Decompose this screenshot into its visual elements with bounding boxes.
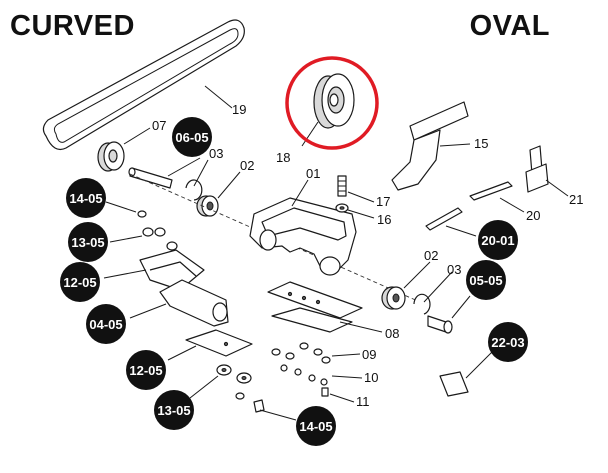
badge-20-01: 20-01 [478,220,518,260]
badge-14-05-upper: 14-05 [66,178,106,218]
bearing-right [381,261,431,310]
badge-12-05-lower-label: 12-05 [129,363,162,378]
spring-plate-upper [103,249,205,291]
part-number-07: 07 [152,118,166,133]
part-number-16: 16 [377,212,391,227]
small-pulley [97,127,151,172]
set-screw [337,175,375,203]
circlip-left [185,159,209,201]
washers-lower [189,364,252,399]
part-number-10: 10 [364,370,378,385]
washer-16 [335,203,375,219]
badge-13-05-upper: 13-05 [68,222,108,262]
part-number-20: 20 [526,208,540,223]
screws-lower [235,392,297,421]
screws-upper [105,201,147,218]
badge-14-05-upper-label: 14-05 [69,191,102,206]
badge-14-05-lower-label: 14-05 [299,419,332,434]
rods [425,181,525,237]
drive-belt [42,19,245,151]
badge-13-05-lower-label: 13-05 [157,403,190,418]
badge-04-05: 04-05 [86,304,126,344]
hardware-cluster [271,342,363,403]
curved-heading: CURVED [10,10,135,42]
part-number-02-left: 02 [240,158,254,173]
badge-04-05-label: 04-05 [89,317,122,332]
pivot-pin [525,145,569,197]
badge-12-05-upper-label: 12-05 [63,275,96,290]
part-number-09: 09 [362,347,376,362]
badge-14-05-lower: 14-05 [296,406,336,446]
handle-bracket [391,101,471,191]
base-plate [267,281,383,333]
badge-12-05-upper: 12-05 [60,262,100,302]
main-housing [249,179,357,276]
part-number-19: 19 [232,102,246,117]
badge-13-05-lower: 13-05 [154,390,194,430]
part-number-02-right: 02 [424,248,438,263]
spring-plate-lower [167,329,253,361]
badge-05-05: 05-05 [466,260,506,300]
part-number-08: 08 [385,326,399,341]
pulley-highlight-circle [285,56,379,150]
part-number-17: 17 [376,194,390,209]
oval-heading: OVAL [469,10,550,42]
pulley [301,73,355,147]
badge-12-05-lower: 12-05 [126,350,166,390]
part-number-18: 18 [276,150,290,165]
part-number-11: 11 [356,394,370,409]
part-number-01: 01 [306,166,320,181]
bearing-left [196,171,241,217]
part-number-21: 21 [569,192,583,207]
assembly-axis [129,173,421,303]
small-clip-plate [439,351,493,397]
badge-05-05-label: 05-05 [469,273,502,288]
washers-upper [109,227,178,251]
badge-22-03: 22-03 [488,322,528,362]
end-bolt [427,295,471,334]
badge-06-05: 06-05 [172,117,212,157]
badge-20-01-label: 20-01 [481,233,514,248]
circlip-right [413,271,453,315]
badge-13-05-upper-label: 13-05 [71,235,104,250]
part-number-03-left: 03 [209,146,223,161]
part-number-15: 15 [474,136,488,151]
badge-06-05-label: 06-05 [175,130,208,145]
part-number-03-right: 03 [447,262,461,277]
badge-22-03-label: 22-03 [491,335,524,350]
pivot-arm [129,279,229,327]
